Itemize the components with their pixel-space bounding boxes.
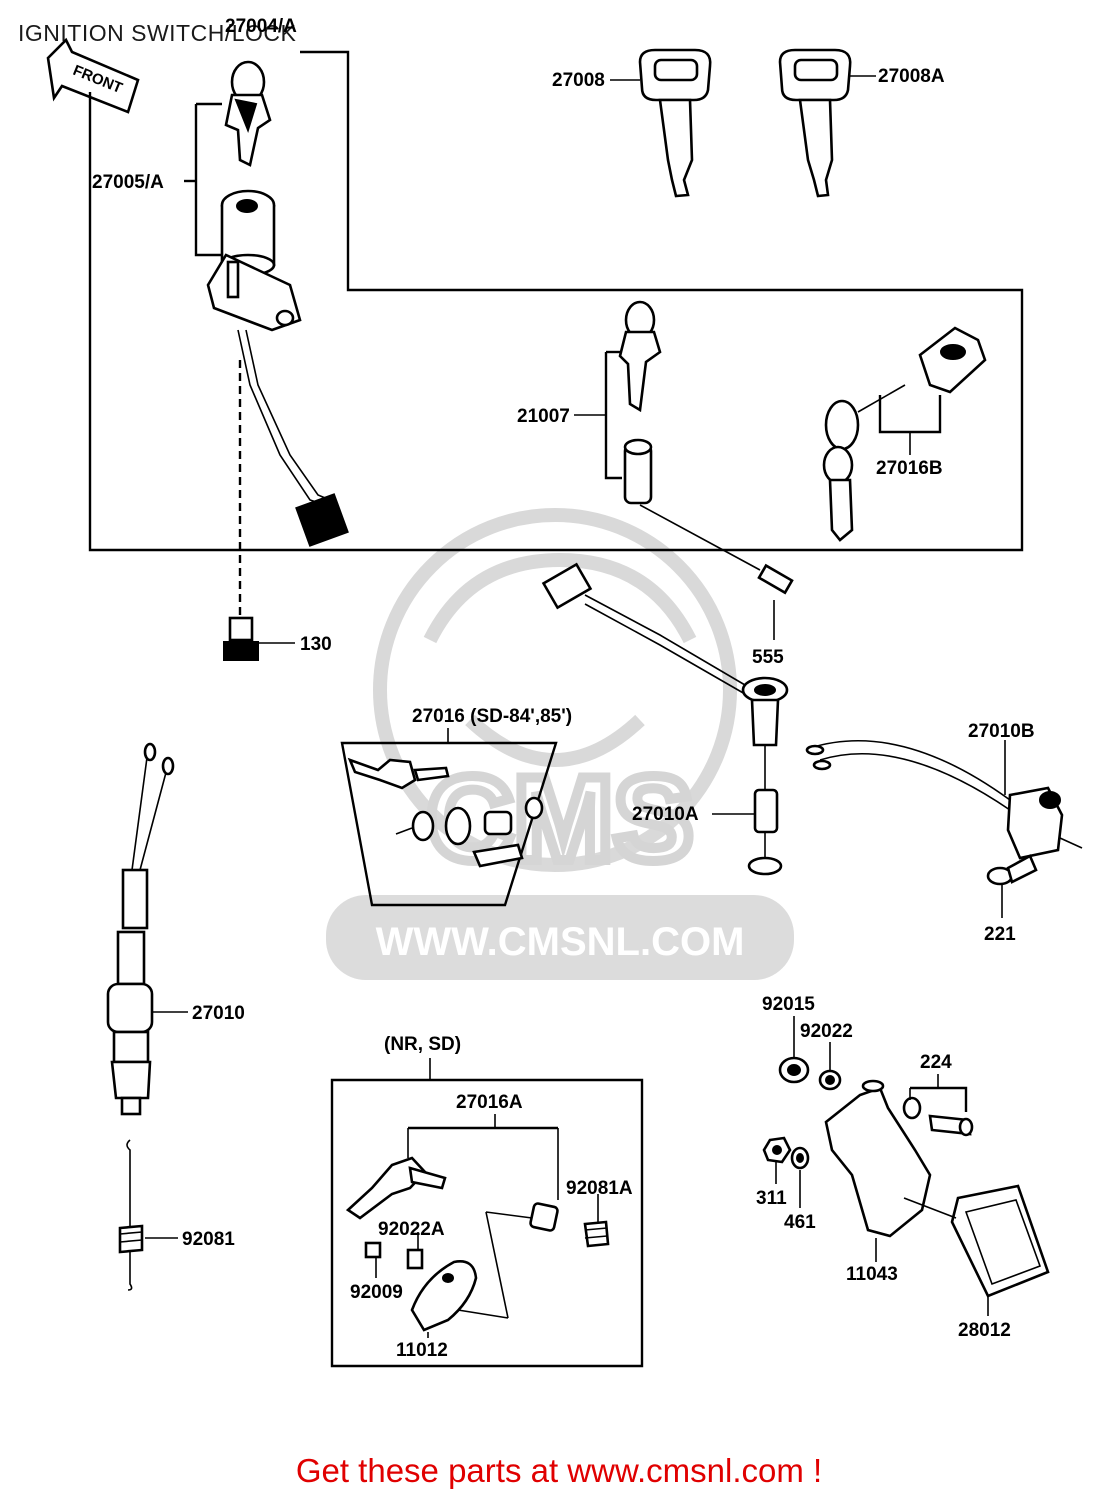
label-27004a: 27004/A bbox=[225, 16, 297, 37]
footer-link-text[interactable]: Get these parts at www.cmsnl.com ! bbox=[295, 1452, 823, 1489]
label-311: 311 bbox=[756, 1188, 787, 1209]
label-221: 221 bbox=[984, 924, 1016, 945]
screw-221 bbox=[986, 854, 1038, 886]
ignition-keys-27004a bbox=[224, 60, 272, 167]
key-27008a bbox=[778, 48, 852, 198]
label-92081: 92081 bbox=[182, 1229, 235, 1250]
label-27016b: 27016B bbox=[876, 458, 943, 479]
spring-92081 bbox=[118, 1139, 144, 1291]
pin-555 bbox=[757, 563, 794, 595]
label-27016a: 27016A bbox=[456, 1092, 523, 1113]
label-92022a: 92022A bbox=[378, 1219, 445, 1240]
lock-set-27016a bbox=[345, 1156, 610, 1332]
keys-21007 bbox=[618, 300, 662, 505]
label-27008: 27008 bbox=[552, 70, 605, 91]
label-92015: 92015 bbox=[762, 994, 815, 1015]
label-21007: 21007 bbox=[517, 406, 570, 427]
switch-27010a bbox=[541, 562, 789, 876]
lock-set-27016 bbox=[347, 757, 544, 868]
ignition-switch-27005a bbox=[206, 189, 349, 547]
switch-27010b bbox=[805, 739, 1083, 860]
label-28012: 28012 bbox=[958, 1320, 1011, 1341]
label-27010: 27010 bbox=[192, 1003, 245, 1024]
label-92081a: 92081A bbox=[566, 1178, 633, 1199]
label-92009: 92009 bbox=[350, 1282, 403, 1303]
label-130: 130 bbox=[300, 634, 332, 655]
upper-frame bbox=[88, 50, 1024, 552]
label-27008a: 27008A bbox=[878, 66, 945, 87]
keys-27016b bbox=[822, 326, 987, 542]
mount-parts bbox=[762, 1056, 1050, 1298]
label-11012: 11012 bbox=[396, 1340, 448, 1361]
key-27008 bbox=[638, 48, 712, 198]
switch-27010 bbox=[106, 742, 175, 1116]
label-461: 461 bbox=[784, 1212, 816, 1233]
label-nr-sd: (NR, SD) bbox=[384, 1034, 461, 1055]
front-arrow: FRONT bbox=[46, 37, 140, 114]
label-sd-84-85: 27016 (SD-84',85') bbox=[412, 706, 572, 727]
label-27005a: 27005/A bbox=[92, 172, 164, 193]
label-92022: 92022 bbox=[800, 1021, 853, 1042]
label-27010a: 27010A bbox=[632, 804, 699, 825]
watermark-url: WWW.CMSNL.COM bbox=[376, 920, 745, 964]
label-224: 224 bbox=[920, 1052, 952, 1073]
label-27010b: 27010B bbox=[968, 721, 1035, 742]
label-555: 555 bbox=[752, 647, 784, 668]
bolt-130 bbox=[223, 616, 259, 661]
label-11043: 11043 bbox=[846, 1264, 898, 1285]
